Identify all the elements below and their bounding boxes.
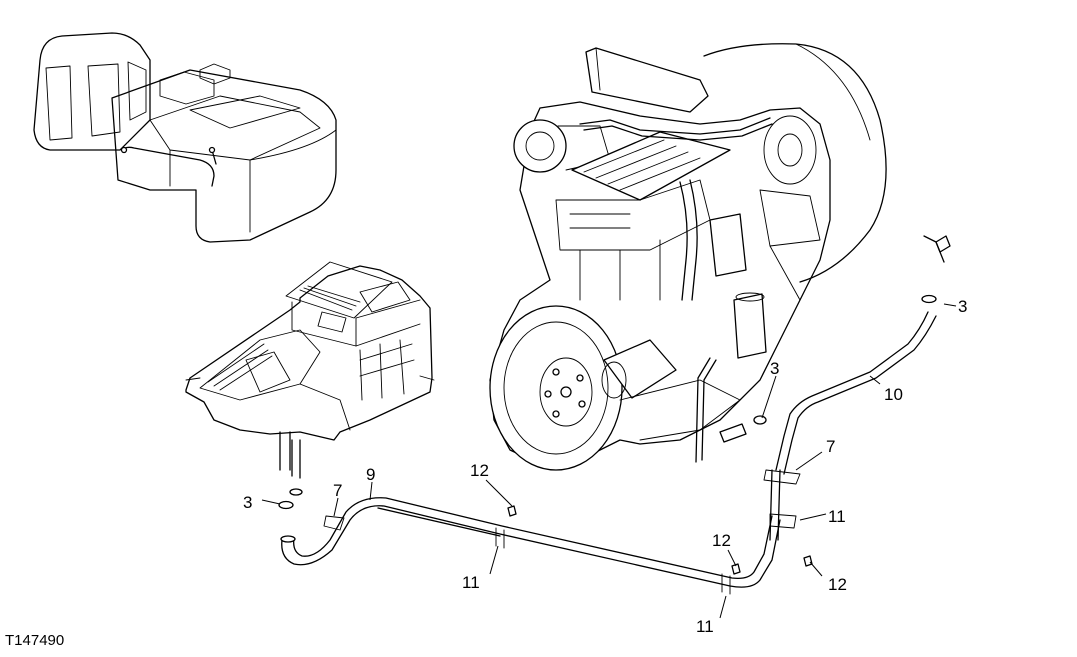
leader-lines bbox=[261, 303, 957, 619]
hose-10 bbox=[753, 294, 937, 475]
callout-12: 12 bbox=[828, 575, 847, 594]
callout-11: 11 bbox=[696, 617, 714, 636]
callout-3: 3 bbox=[958, 297, 967, 316]
callout-10: 10 bbox=[884, 385, 903, 404]
hose-9 bbox=[280, 469, 813, 595]
machine-locator-illustration bbox=[33, 32, 337, 243]
callout-9: 9 bbox=[366, 465, 375, 484]
engine-illustration bbox=[489, 43, 951, 471]
callout-12: 12 bbox=[470, 461, 489, 480]
callout-3: 3 bbox=[243, 493, 252, 512]
heater-unit-illustration bbox=[185, 261, 435, 510]
callout-12: 12 bbox=[712, 531, 731, 550]
callout-11: 11 bbox=[828, 507, 846, 526]
callout-7: 7 bbox=[826, 437, 835, 456]
callout-3: 3 bbox=[770, 359, 779, 378]
figure-id: T147490 bbox=[5, 632, 64, 649]
callouts: 3 3 3 7 7 9 10 11 11 11 12 12 12 T147490 bbox=[5, 297, 967, 649]
callout-11: 11 bbox=[462, 573, 480, 592]
callout-7: 7 bbox=[333, 481, 342, 500]
